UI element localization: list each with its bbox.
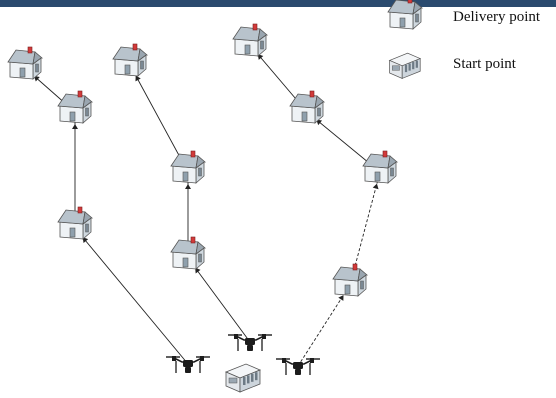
delivery-points [7,23,399,297]
route-arrow [185,184,191,189]
house-icon [112,43,149,77]
route-arrow [82,237,89,243]
house-icon [170,236,207,270]
house-icon [57,206,94,240]
drones [166,334,320,375]
legend-icons [387,0,424,79]
route-arrow [338,295,344,301]
route-1-segment [74,227,189,365]
route-arrow [72,124,78,129]
legend-depot-icon [388,52,422,79]
top-bar [0,0,556,7]
house-icon [332,263,369,297]
route-2-segment [187,257,251,343]
house-icon [7,46,44,80]
drone-icon [228,334,272,351]
house-icon [289,90,326,124]
drone-icon [166,356,210,373]
legend-delivery-label: Delivery point [453,9,541,25]
house-icon [232,23,269,57]
route-arrow [135,75,141,82]
route-arrow [372,183,379,190]
route-2-segment [129,64,189,173]
depot-icon [224,363,262,393]
legend-house-icon [387,0,424,30]
route-3-segment [349,171,381,286]
legend-start-label: Start point [453,56,516,72]
depot-building [224,363,262,393]
route-arrow [257,54,264,60]
house-icon [362,150,399,184]
house-icon [57,90,94,124]
drone-icon [276,358,320,375]
house-icon [170,150,207,184]
